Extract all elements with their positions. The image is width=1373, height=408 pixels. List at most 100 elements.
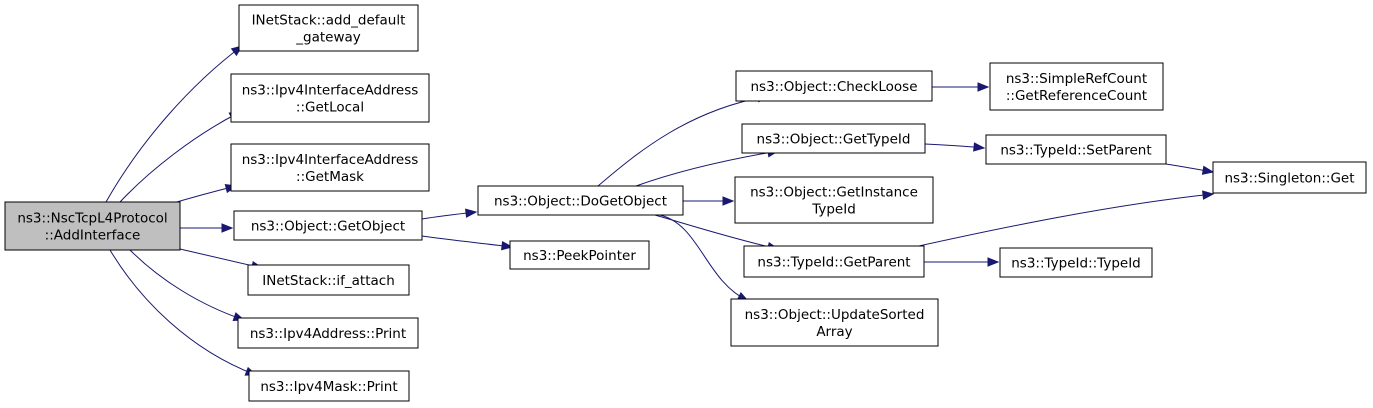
node-label-line: TypeId: [811, 201, 856, 217]
node-box: [233, 210, 423, 241]
node-ipv4ifaddr-getlocal[interactable]: ns3::Ipv4InterfaceAddress::GetLocal: [230, 73, 430, 123]
node-root[interactable]: ns3::NscTcpL4Protocol::AddInterface: [4, 201, 181, 251]
node-label-line: ::AddInterface: [45, 227, 141, 243]
node-label-line: ns3::Object::DoGetObject: [494, 193, 667, 209]
edge-line: [659, 214, 749, 302]
node-label-line: INetStack::if_attach: [262, 273, 395, 289]
edge-object_getobject-to-object_dogetobject: [421, 208, 478, 220]
node-box: [730, 298, 939, 347]
node-ipv4address-print[interactable]: ns3::Ipv4Address::Print: [237, 317, 419, 349]
edge-line: [109, 249, 257, 376]
node-simplerefcount-getreferencecount[interactable]: ns3::SimpleRefCount::GetReferenceCount: [989, 62, 1164, 111]
node-typeid-setparent[interactable]: ns3::TypeId::SetParent: [985, 134, 1167, 165]
arrowhead: [973, 142, 986, 152]
node-label-line: ::GetLocal: [296, 99, 364, 115]
node-label-line: ns3::Object::GetObject: [251, 218, 405, 234]
node-box: [230, 73, 430, 123]
edge-root-to-add_default_gateway: [105, 45, 244, 203]
node-peekpointer[interactable]: ns3::PeekPointer: [509, 240, 650, 270]
node-label-line: ns3::Ipv4InterfaceAddress: [242, 152, 419, 168]
arrowhead: [1201, 165, 1215, 175]
node-box: [985, 134, 1167, 165]
node-label-line: ns3::Object::UpdateSorted: [745, 307, 925, 323]
edge-root-to-ipv4ifaddr_getmask: [169, 183, 238, 205]
node-ipv4mask-print[interactable]: ns3::Ipv4Mask::Print: [248, 370, 410, 402]
edge-typeid_setparent-to-singleton_get: [1165, 163, 1215, 175]
node-label-line: ns3::NscTcpL4Protocol: [17, 210, 167, 226]
node-box: [734, 176, 934, 224]
edge-root-to-ipv4address_print: [129, 249, 246, 322]
edge-root-to-ipv4ifaddr_getlocal: [119, 111, 242, 203]
node-if-attach[interactable]: INetStack::if_attach: [247, 264, 410, 296]
node-box: [735, 70, 933, 102]
node-object-dogetobject[interactable]: ns3::Object::DoGetObject: [477, 185, 684, 216]
arrowhead: [465, 208, 478, 218]
node-label-line: ns3::Ipv4InterfaceAddress: [242, 82, 419, 98]
node-label-line: ns3::TypeId::SetParent: [1000, 142, 1151, 158]
node-box: [509, 240, 650, 270]
node-label-line: ns3::Ipv4Mask::Print: [260, 379, 397, 395]
node-typeid-getparent[interactable]: ns3::TypeId::GetParent: [743, 245, 925, 278]
node-box: [4, 201, 181, 251]
arrowhead: [987, 257, 1000, 267]
node-object-getobject[interactable]: ns3::Object::GetObject: [233, 210, 423, 241]
edge-line: [105, 45, 243, 203]
edge-object_gettypeid-to-typeid_setparent: [924, 142, 986, 152]
node-label-line: ::GetReferenceCount: [1006, 88, 1147, 104]
node-add-default-gateway[interactable]: INetStack::add_default_gateway: [238, 4, 419, 52]
node-box: [1212, 161, 1367, 194]
node-label-line: ns3::SimpleRefCount: [1006, 71, 1147, 87]
edge-typeid_getparent-to-typeid_typeid: [924, 257, 1000, 267]
node-label-line: Array: [816, 324, 852, 340]
node-label-line: ns3::Object::GetTypeId: [757, 131, 911, 147]
edge-line: [635, 150, 779, 187]
edge-line: [129, 249, 245, 321]
node-label-line: ns3::Ipv4Address::Print: [250, 326, 406, 342]
node-object-checkloose[interactable]: ns3::Object::CheckLoose: [735, 70, 933, 102]
node-box: [248, 370, 410, 402]
node-label-line: ns3::PeekPointer: [523, 248, 636, 264]
node-label-line: ns3::Object::CheckLoose: [750, 79, 917, 95]
nodes-layer: ns3::NscTcpL4Protocol::AddInterfaceINetS…: [4, 4, 1367, 402]
node-box: [238, 4, 419, 52]
node-object-gettypeid[interactable]: ns3::Object::GetTypeId: [741, 123, 926, 154]
arrowhead: [977, 82, 990, 92]
node-box: [237, 317, 419, 349]
node-box: [247, 264, 410, 296]
edge-object_dogetobject-to-object_updatesortedarray: [659, 214, 750, 302]
edge-object_getobject-to-peekpointer: [421, 235, 514, 251]
node-label-line: ns3::TypeId::TypeId: [1011, 255, 1141, 271]
edge-line: [909, 193, 1214, 249]
node-box: [230, 143, 430, 192]
node-label-line: ::GetMask: [296, 169, 364, 185]
node-label-line: _gateway: [295, 29, 361, 45]
edge-object_checkloose-to-simplerefcount_getreferencecount: [932, 82, 990, 92]
node-label-line: ns3::TypeId::GetParent: [757, 254, 910, 270]
edge-line: [654, 214, 779, 250]
edge-line: [119, 111, 241, 203]
node-label-line: ns3::Object::GetInstance: [750, 184, 918, 200]
node-ipv4ifaddr-getmask[interactable]: ns3::Ipv4InterfaceAddress::GetMask: [230, 143, 430, 192]
node-box: [743, 245, 925, 278]
node-box: [477, 185, 684, 216]
node-box: [989, 62, 1164, 111]
node-label-line: INetStack::add_default: [252, 12, 406, 28]
edge-root-to-object_getobject: [180, 223, 234, 233]
node-typeid-typeid[interactable]: ns3::TypeId::TypeId: [999, 247, 1153, 278]
node-box: [741, 123, 926, 154]
edge-line: [421, 235, 513, 248]
arrowhead: [722, 196, 735, 206]
arrowhead: [1202, 190, 1215, 200]
edge-line: [597, 95, 769, 187]
edge-root-to-ipv4mask_print: [109, 249, 258, 376]
node-label-line: ns3::Singleton::Get: [1224, 170, 1354, 186]
edge-typeid_getparent-to-singleton_get: [909, 190, 1215, 249]
node-box: [999, 247, 1153, 278]
arrowhead: [221, 223, 234, 233]
arrowhead: [500, 241, 514, 251]
edge-object_dogetobject-to-object_getinstancetypeid: [683, 196, 735, 206]
node-singleton-get[interactable]: ns3::Singleton::Get: [1212, 161, 1367, 194]
